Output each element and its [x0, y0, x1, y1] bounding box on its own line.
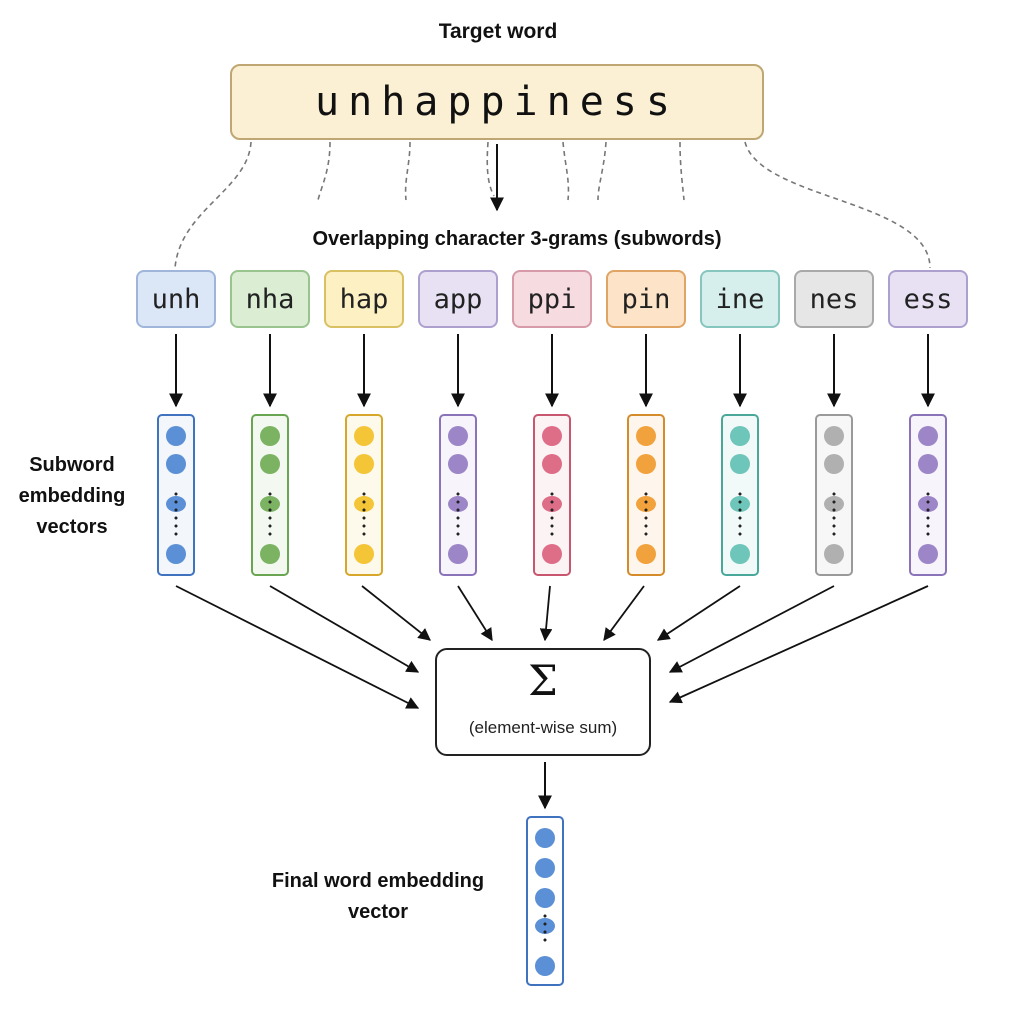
vector-dot — [260, 544, 280, 564]
subword-box-hap: hap — [324, 270, 404, 328]
subword-vector-nha — [251, 414, 289, 576]
subword-box-pin: pin — [606, 270, 686, 328]
vector-dot — [636, 454, 656, 474]
target-word-box: unhappiness — [230, 64, 764, 140]
sum-arrow-unh — [175, 585, 420, 709]
vector-dot — [730, 454, 750, 474]
subword-box-ess: ess — [888, 270, 968, 328]
ellipsis-icon — [174, 490, 178, 540]
vector-dot — [535, 888, 555, 908]
target-word-title: Target word — [438, 20, 558, 43]
sum-arrow-ess — [668, 585, 929, 704]
vector-dot — [918, 544, 938, 564]
final-word-vector — [526, 816, 564, 986]
dashed-connectors — [174, 141, 931, 269]
vector-dot — [260, 454, 280, 474]
sum-arrow-pin — [603, 585, 645, 642]
vector-dot — [542, 544, 562, 564]
vector-dot — [166, 454, 186, 474]
subword-vector-nes — [815, 414, 853, 576]
sum-arrow-nha — [269, 585, 420, 673]
vector-dot — [824, 426, 844, 446]
subword-box-unh: unh — [136, 270, 216, 328]
subword-box-ppi: ppi — [512, 270, 592, 328]
vector-dot — [260, 426, 280, 446]
vector-dot — [535, 956, 555, 976]
subword-box-nes: nes — [794, 270, 874, 328]
sum-caption: (element-wise sum) — [468, 718, 618, 737]
sum-node: Σ (element-wise sum) — [435, 648, 651, 756]
subword-vector-ppi — [533, 414, 571, 576]
vector-dot — [535, 858, 555, 878]
ellipsis-icon — [550, 490, 554, 540]
vector-dot — [542, 426, 562, 446]
subword-vectors-label: Subword embedding vectors — [18, 454, 126, 538]
ellipsis-icon — [926, 490, 930, 540]
ellipsis-icon — [362, 490, 366, 540]
ngram-caption: Overlapping character 3-grams (subwords) — [312, 228, 722, 250]
subword-vector-app — [439, 414, 477, 576]
vector-to-sum-arrows — [175, 585, 929, 709]
subword-box-nha: nha — [230, 270, 310, 328]
target-word-text: unhappiness — [315, 79, 679, 125]
ellipsis-icon — [456, 490, 460, 540]
ellipsis-icon — [832, 490, 836, 540]
vector-dot — [542, 454, 562, 474]
vector-dot — [824, 544, 844, 564]
vector-dot — [448, 454, 468, 474]
sum-arrow-app — [457, 585, 493, 642]
vector-dot — [166, 544, 186, 564]
vector-dot — [730, 426, 750, 446]
sum-arrow-nes — [668, 585, 835, 673]
vector-dot — [354, 426, 374, 446]
vector-dot — [636, 426, 656, 446]
vector-dot — [354, 544, 374, 564]
vector-dot — [166, 426, 186, 446]
vector-dot — [535, 828, 555, 848]
subword-box-app: app — [418, 270, 498, 328]
vector-dot — [918, 426, 938, 446]
ngram-to-vector-arrows — [169, 334, 935, 408]
subword-vector-unh — [157, 414, 195, 576]
sum-arrow-ppi — [539, 585, 553, 642]
sigma-icon: Σ — [528, 656, 558, 705]
subword-vector-hap — [345, 414, 383, 576]
subword-vector-ess — [909, 414, 947, 576]
vector-dot — [448, 426, 468, 446]
sum-arrow-ine — [656, 585, 741, 641]
subword-box-ine: ine — [700, 270, 780, 328]
ellipsis-icon — [543, 912, 547, 946]
sum-arrow-hap — [361, 585, 431, 641]
vector-dot — [824, 454, 844, 474]
ellipsis-icon — [738, 490, 742, 540]
subword-vector-pin — [627, 414, 665, 576]
ellipsis-icon — [644, 490, 648, 540]
vector-dot — [354, 454, 374, 474]
vector-dot — [636, 544, 656, 564]
vector-dot — [730, 544, 750, 564]
subword-vector-ine — [721, 414, 759, 576]
vector-dot — [448, 544, 468, 564]
vector-dot — [918, 454, 938, 474]
ellipsis-icon — [268, 490, 272, 540]
final-vector-label: Final word embedding vector — [271, 870, 485, 923]
